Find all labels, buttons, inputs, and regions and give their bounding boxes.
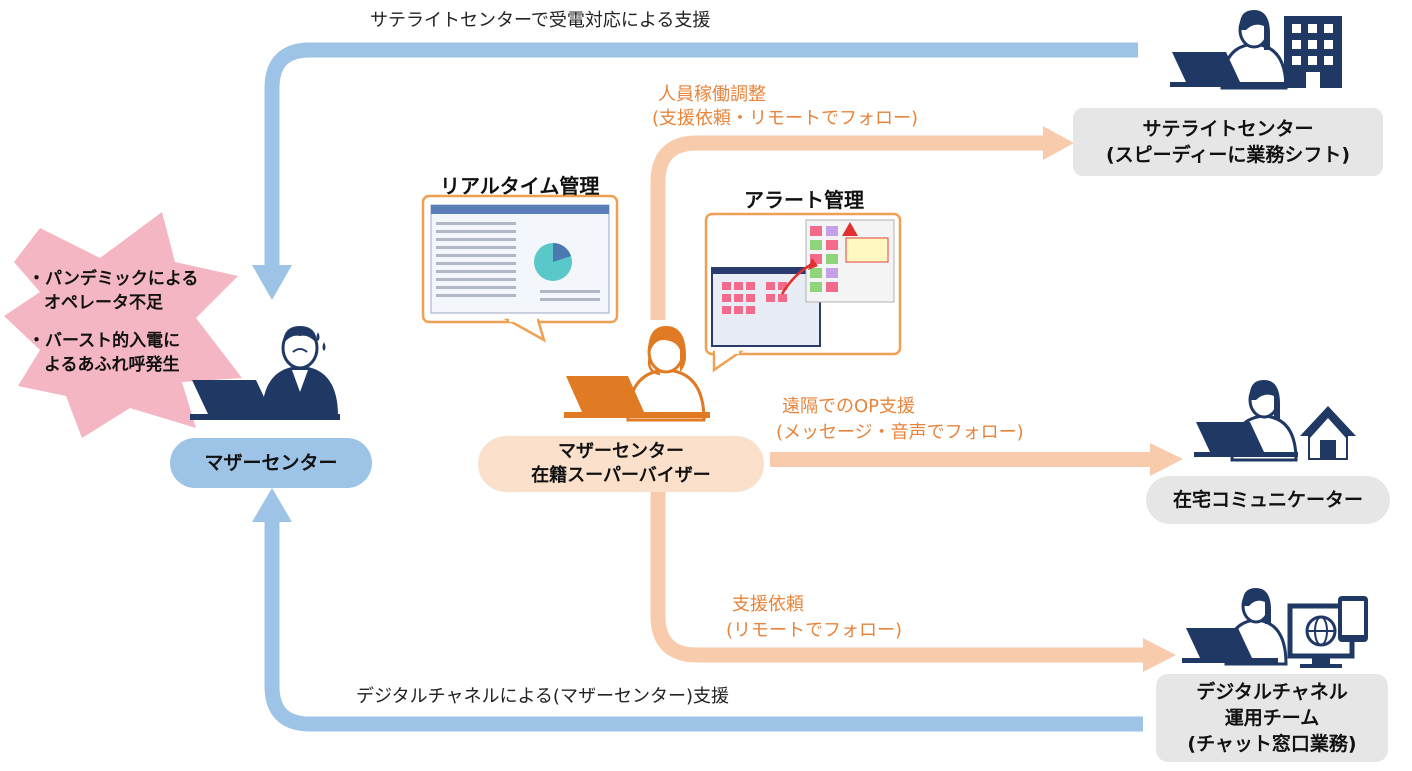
operator-home-icon [1194, 380, 1356, 462]
top-blue-flow [252, 42, 1138, 300]
digital-channel-box: デジタルチャネル 運用チーム (チャット窓口業務) [1156, 674, 1388, 762]
mother-center-box: マザーセンター [170, 438, 372, 488]
digital-label-line2: 運用チーム [1224, 707, 1320, 729]
remote-op-label-line2: (メッセージ・音声でフォロー) [776, 422, 1024, 443]
top-flow-label: サテライトセンターで受電対応による支援 [370, 10, 711, 31]
bottom-flow-label: デジタルチャネルによる(マザーセンター)支援 [356, 686, 729, 707]
realtime-panel-title: リアルタイム管理 [440, 174, 600, 198]
digital-label-line3: (チャット窓口業務) [1187, 733, 1357, 755]
support-request-label-line1: 支援依頼 [732, 594, 804, 615]
problem-burst-shape [4, 212, 242, 438]
staffing-label-line2: (支援依頼・リモートでフォロー) [652, 108, 919, 129]
alert-panel-title: アラート管理 [744, 188, 864, 212]
problem-line1: ・パンデミックによる [28, 269, 199, 289]
problem-line4: よるあふれ呼発生 [44, 355, 180, 375]
satellite-label-line1: サテライトセンター [1142, 118, 1314, 140]
mother-center-label: マザーセンター [204, 452, 338, 474]
staffing-label-line1: 人員稼働調整 [658, 84, 766, 105]
satellite-center-box: サテライトセンター (スピーディーに業務シフト) [1073, 108, 1383, 176]
digital-label-line1: デジタルチャネル [1196, 681, 1348, 703]
problem-line2: オペレータ不足 [44, 293, 163, 313]
problem-line3: ・バースト的入電に [28, 331, 181, 351]
supervisor-label-line1: マザーセンター [558, 441, 684, 462]
supervisor-box: マザーセンター 在籍スーパーバイザー [478, 436, 764, 492]
operator-office-building-icon [1170, 10, 1342, 90]
operator-globe-tablet-icon [1182, 588, 1368, 668]
orange-flow-to-home [770, 443, 1183, 476]
stressed-operator-icon [190, 326, 340, 420]
home-communicator-label: 在宅コミュニケーター [1172, 489, 1363, 511]
satellite-label-line2: (スピーディーに業務シフト) [1105, 144, 1351, 166]
bottom-blue-flow [252, 488, 1143, 732]
home-communicator-box: 在宅コミュニケーター [1146, 476, 1390, 524]
supervisor-label-line2: 在籍スーパーバイザー [531, 465, 711, 486]
supervisor-operator-icon [564, 326, 710, 422]
orange-flow-to-satellite [650, 126, 1074, 320]
realtime-panel-bubble [421, 194, 619, 343]
remote-op-label-line1: 遠隔でのOP支援 [782, 396, 916, 417]
orange-flow-to-digital [650, 492, 1176, 672]
support-request-label-line2: (リモートでフォロー) [726, 620, 903, 641]
alert-panel-bubble [704, 212, 902, 373]
